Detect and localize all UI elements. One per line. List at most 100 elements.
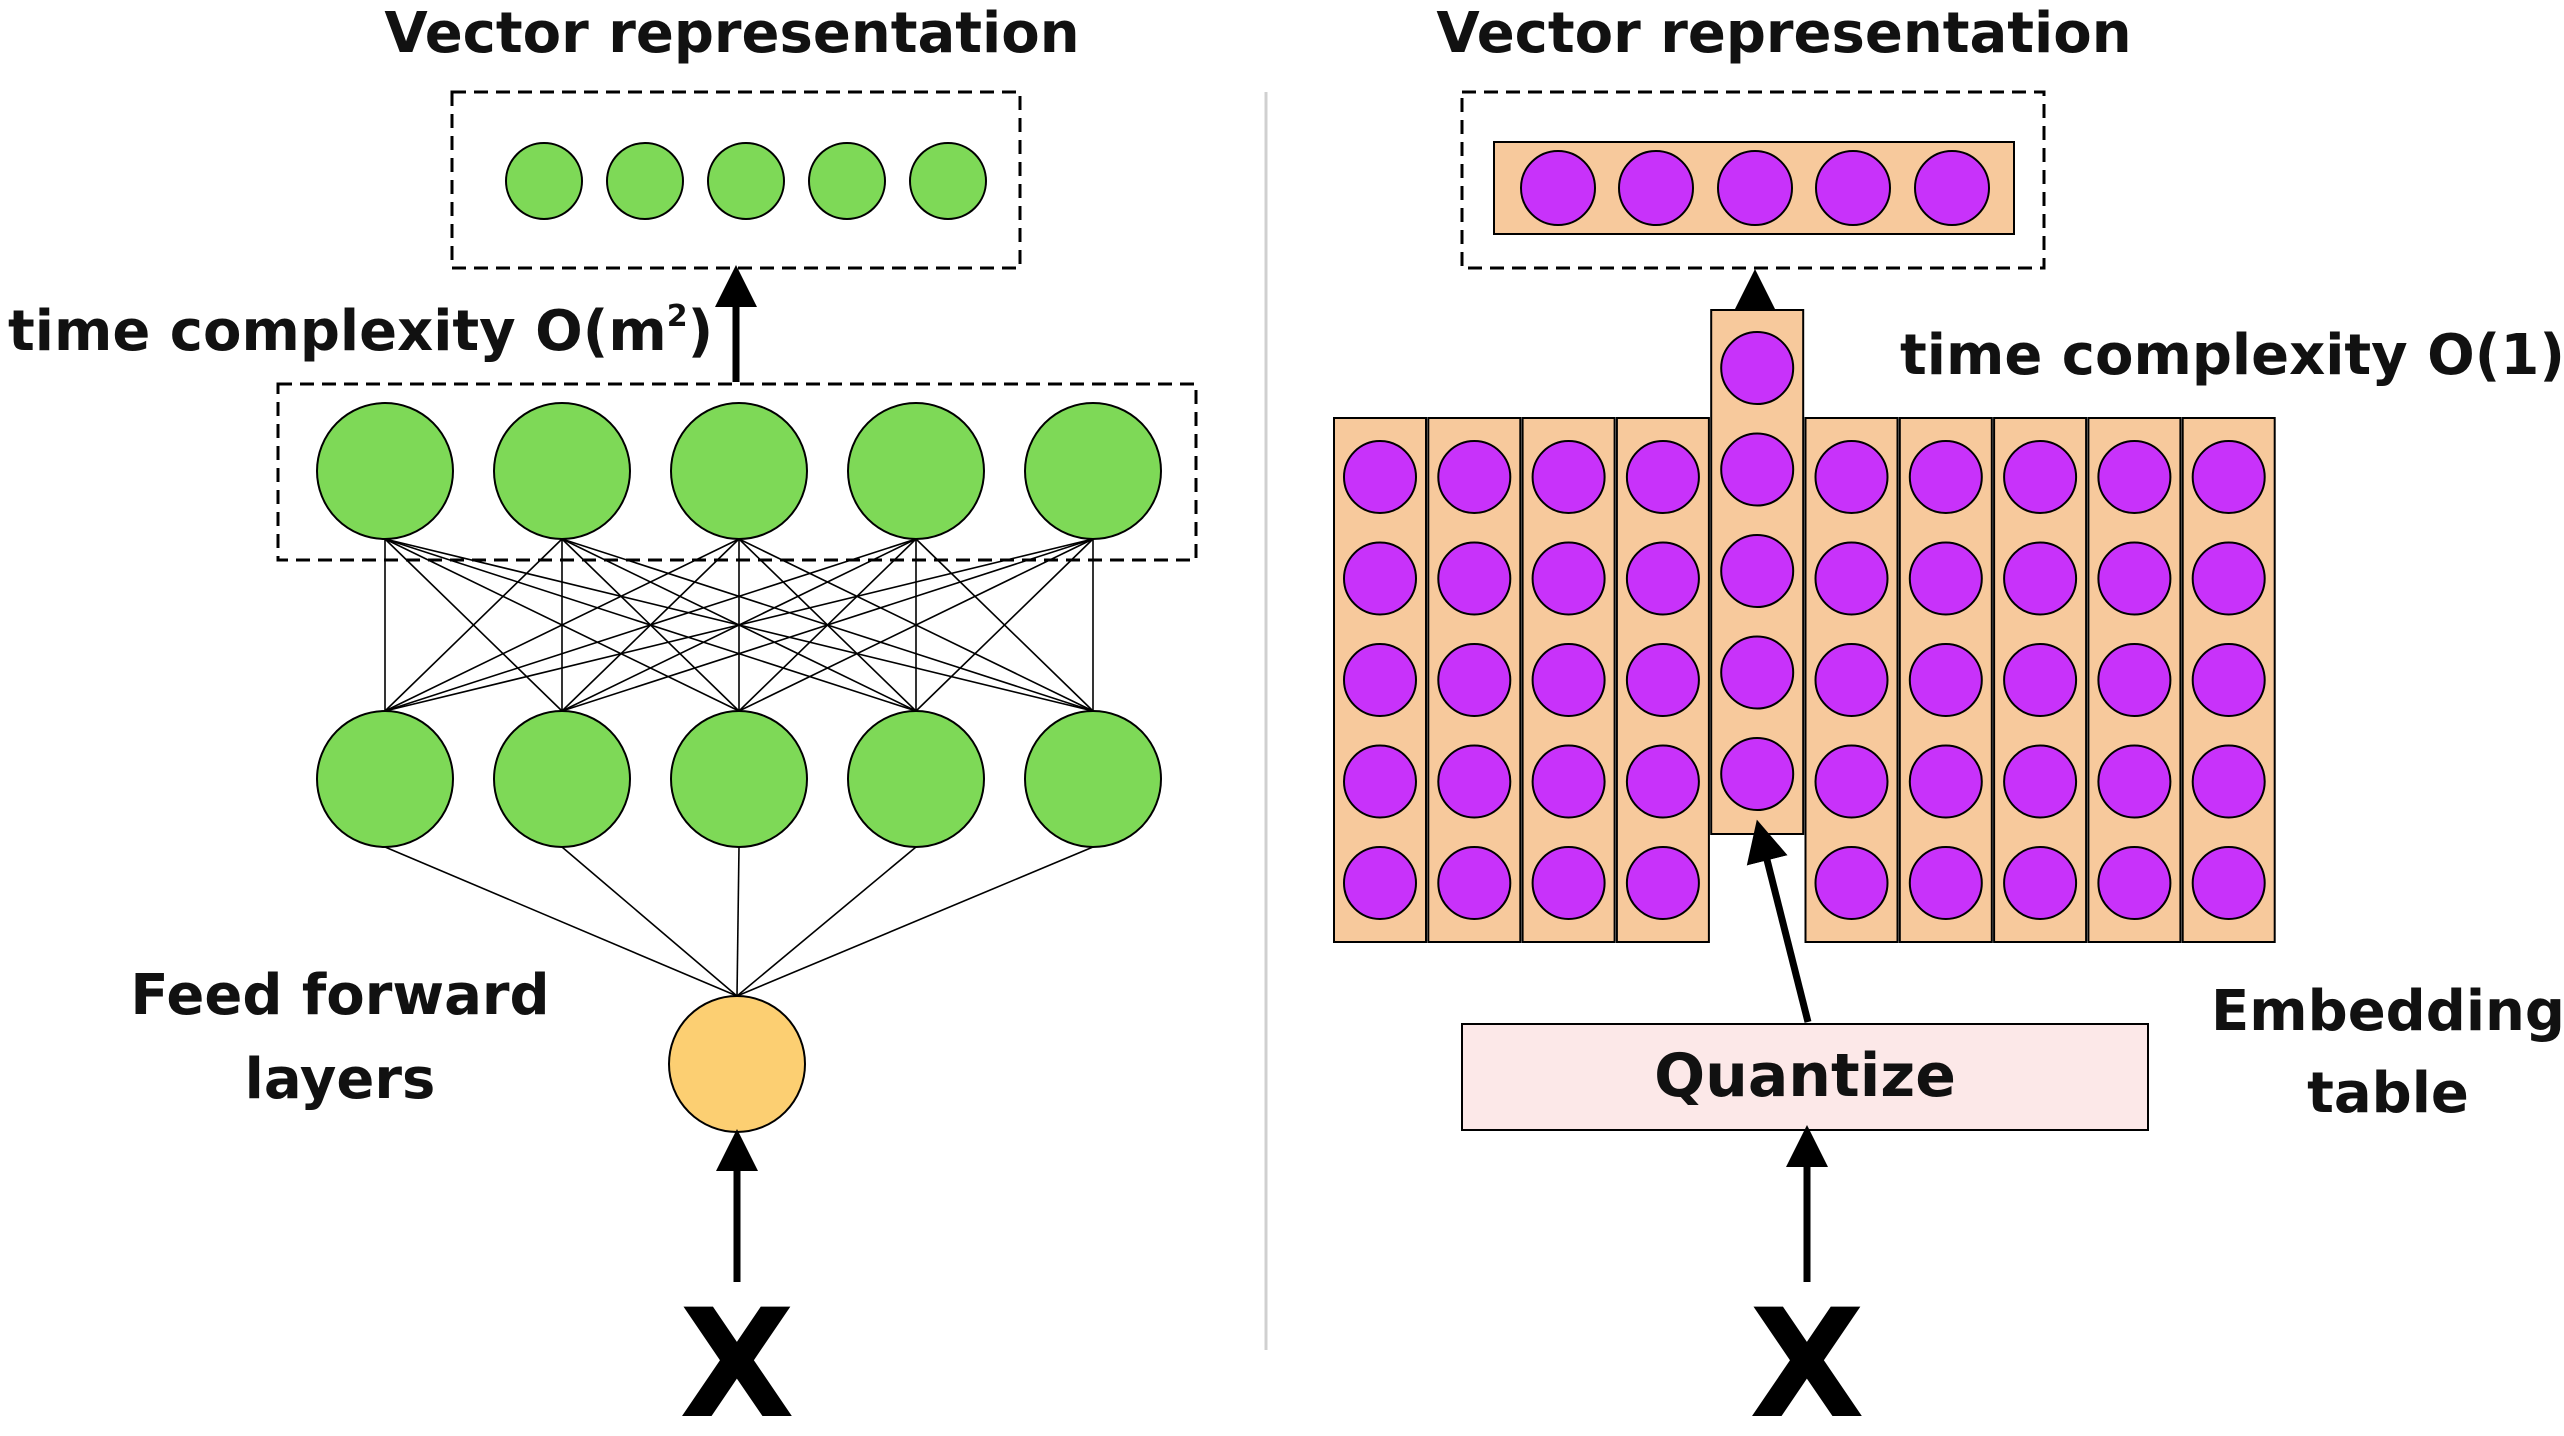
embedding-cell bbox=[2097, 440, 2172, 514]
embedding-cell bbox=[1720, 432, 1795, 507]
embedding-cell bbox=[1625, 541, 1700, 616]
embedding-cell bbox=[2097, 541, 2172, 616]
left-mesh-connection bbox=[915, 538, 1094, 712]
left-hidden-nodes bbox=[316, 402, 1162, 540]
embedding-cell bbox=[1343, 440, 1417, 514]
left-input-node bbox=[668, 995, 806, 1133]
embedding-cell bbox=[1531, 643, 1606, 717]
embedding-cell bbox=[1343, 643, 1417, 717]
left-lower-node bbox=[670, 710, 808, 848]
embedding-table bbox=[1333, 309, 2276, 943]
right-title: Vector representation bbox=[1436, 1, 2131, 66]
embedding-cell bbox=[1908, 744, 1983, 819]
embedding-cell bbox=[1343, 744, 1417, 819]
left-connections bbox=[384, 538, 1094, 997]
left-lower-node bbox=[1024, 710, 1162, 848]
left-input-connection bbox=[561, 846, 738, 997]
left-input-connection bbox=[736, 846, 917, 997]
left-layers-label-line2: layers bbox=[245, 1047, 436, 1112]
right-table-label-line1: Embedding bbox=[2211, 979, 2564, 1044]
left-lower-node bbox=[316, 710, 454, 848]
embedding-cell bbox=[1437, 541, 1512, 616]
right-table-label-line2: table bbox=[2307, 1061, 2469, 1126]
embedding-cell bbox=[1625, 643, 1700, 717]
embedding-cell bbox=[1908, 846, 1983, 920]
embedding-cell bbox=[2191, 541, 2266, 616]
embedding-cell bbox=[1437, 643, 1512, 717]
embedding-cell bbox=[1343, 846, 1417, 920]
left-input-connection bbox=[736, 846, 1094, 997]
left-title: Vector representation bbox=[384, 1, 1079, 66]
embedding-cell bbox=[2003, 744, 2078, 819]
left-output-node bbox=[707, 142, 785, 220]
embedding-cell bbox=[2191, 440, 2266, 514]
left-output-node bbox=[909, 142, 987, 220]
embedding-cell bbox=[2097, 643, 2172, 717]
left-mesh-connection bbox=[384, 538, 563, 712]
embedding-cell bbox=[1437, 744, 1512, 819]
left-hidden-node bbox=[847, 402, 985, 540]
embedding-cell bbox=[1531, 846, 1606, 920]
superscript: 2 bbox=[667, 299, 688, 334]
left-panel: Vector representation time complexity O(… bbox=[8, 1, 1198, 1436]
left-hidden-node bbox=[493, 402, 631, 540]
right-panel: Vector representation time complexity O(… bbox=[1333, 1, 2564, 1436]
right-output-node bbox=[1914, 150, 1990, 226]
left-output-node bbox=[606, 142, 684, 220]
embedding-cell bbox=[1908, 541, 1983, 616]
embedding-cell bbox=[2097, 846, 2172, 920]
embedding-cell bbox=[2003, 643, 2078, 717]
right-output-node bbox=[1717, 150, 1793, 226]
embedding-cell bbox=[1908, 643, 1983, 717]
right-output-node bbox=[1520, 150, 1596, 226]
left-mesh-connection bbox=[384, 538, 917, 712]
embedding-cell bbox=[1814, 541, 1889, 616]
embedding-cell bbox=[1720, 534, 1795, 608]
left-output-nodes bbox=[505, 142, 987, 220]
embedding-cell bbox=[1625, 846, 1700, 920]
embedding-cell bbox=[1814, 846, 1889, 920]
embedding-cell bbox=[1437, 846, 1512, 920]
embedding-cell bbox=[2003, 846, 2078, 920]
left-input-connection bbox=[736, 846, 740, 997]
embedding-cell bbox=[1625, 440, 1700, 514]
quantize-box bbox=[1461, 1023, 2149, 1131]
embedding-cell bbox=[1531, 440, 1606, 514]
embedding-cell bbox=[1814, 440, 1889, 514]
right-output-node bbox=[1618, 150, 1694, 226]
left-input-connection bbox=[384, 846, 738, 997]
embedding-cell bbox=[1720, 737, 1795, 811]
left-lower-node bbox=[847, 710, 985, 848]
left-mesh-connection bbox=[561, 538, 1094, 712]
left-hidden-node bbox=[670, 402, 808, 540]
embedding-cell bbox=[2003, 541, 2078, 616]
right-complexity-label: time complexity O(1) bbox=[1900, 323, 2564, 388]
embedding-cell bbox=[1814, 744, 1889, 819]
left-complexity-label: time complexity O(m2) bbox=[8, 299, 713, 364]
left-mesh-connection bbox=[384, 538, 740, 712]
embedding-cell bbox=[1720, 331, 1795, 405]
quantize-label: Quantize bbox=[1654, 1041, 1956, 1111]
left-hidden-box bbox=[276, 382, 1198, 562]
right-output-node bbox=[1815, 150, 1891, 226]
left-lower-nodes bbox=[316, 710, 1162, 848]
left-output-node bbox=[505, 142, 583, 220]
right-output-box bbox=[1460, 90, 2046, 270]
embedding-cell bbox=[1814, 643, 1889, 717]
embedding-cell bbox=[2191, 846, 2266, 920]
embedding-cell bbox=[2191, 643, 2266, 717]
left-input-x: X bbox=[679, 1278, 795, 1436]
embedding-cell bbox=[1531, 744, 1606, 819]
left-mesh-connection bbox=[738, 538, 1094, 712]
left-output-node bbox=[808, 142, 886, 220]
left-lower-node bbox=[493, 710, 631, 848]
embedding-cell bbox=[2191, 744, 2266, 819]
left-hidden-node bbox=[1024, 402, 1162, 540]
left-mesh-connection bbox=[384, 538, 1094, 712]
left-hidden-node bbox=[316, 402, 454, 540]
left-layers-label-line1: Feed forward bbox=[130, 963, 549, 1028]
quantize-to-table-arrow bbox=[1746, 819, 1812, 1023]
embedding-cell bbox=[1625, 744, 1700, 819]
left-output-box bbox=[450, 90, 1022, 270]
